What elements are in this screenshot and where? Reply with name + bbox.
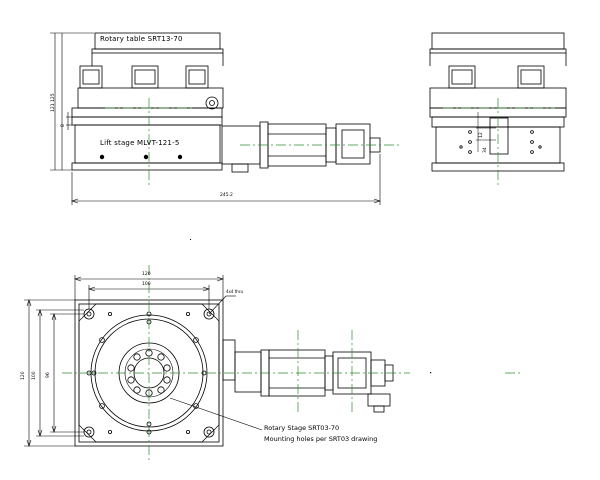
centerlines — [62, 98, 555, 460]
hole-spec-value: 4x4 thru — [226, 289, 244, 294]
top-width-outer-value: 120 — [142, 272, 151, 277]
top-motor-assembly — [222, 339, 394, 413]
rotary-table-label: Rotary table SRT13-70 — [100, 35, 183, 43]
top-view-dimensions — [24, 275, 236, 447]
small-gap-value: 8 — [61, 124, 66, 127]
front-view — [50, 32, 381, 205]
height-dimensions — [50, 32, 94, 171]
left-height-inner-value: 96 — [46, 372, 51, 378]
lift-motor-assembly — [221, 121, 381, 173]
left-height-mid-value: 100 — [32, 371, 37, 380]
rotary-knob-icon — [205, 96, 219, 110]
mounting-holes-note: Mounting holes per SRT03 drawing — [264, 435, 378, 443]
top-view — [24, 275, 394, 447]
rotary-stage-note: Rotary Stage SRT03-70 — [264, 424, 340, 432]
side-hole-pattern — [459, 130, 542, 154]
overall-length-value: 245.2 — [220, 193, 233, 198]
left-height-outer-value: 120 — [21, 371, 26, 380]
top-width-inner-value: 100 — [142, 282, 151, 287]
rotary-table-clamps — [79, 65, 209, 89]
side-height-value: 121 125 — [51, 93, 56, 112]
rotary-table-base — [77, 87, 224, 109]
lift-stage-label: Lift stage MLVT-121-5 — [100, 139, 180, 147]
side-rotary-top — [431, 32, 565, 50]
overall-length-dimension — [71, 154, 381, 205]
rotary-bolt-circle — [127, 349, 171, 397]
stray-marks — [190, 239, 432, 374]
note-leader-line — [169, 397, 263, 431]
right-dim-1: 12 — [479, 132, 484, 138]
side-view — [429, 32, 567, 172]
side-slot — [489, 117, 509, 155]
right-dim-2: 34 — [483, 147, 488, 153]
